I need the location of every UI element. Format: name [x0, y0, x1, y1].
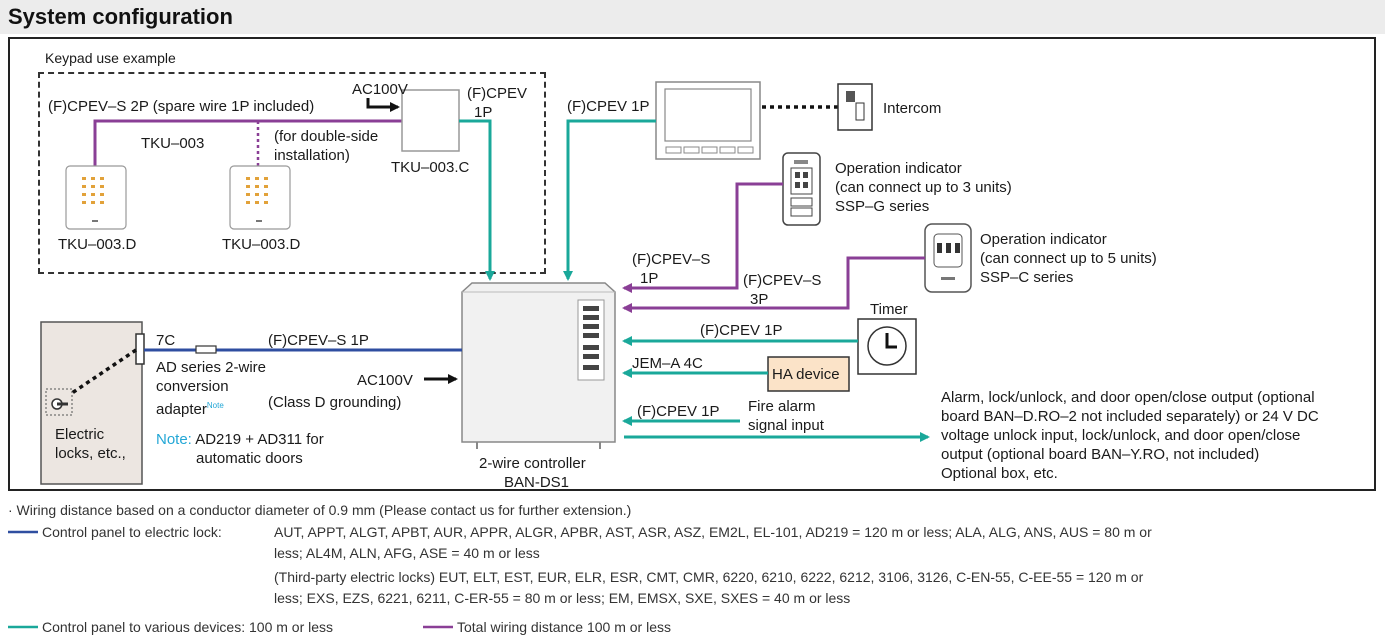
label-electric-2: locks, etc., — [55, 445, 126, 462]
label-7c: 7C — [156, 332, 176, 349]
label-cpev-top-2: 1P — [474, 104, 493, 121]
footnote-lock-4: less; EXS, EZS, 6221, 6211, C-ER-55 = 80… — [274, 590, 851, 606]
ssp-c-unit — [924, 223, 972, 293]
diagram-frame — [8, 37, 1376, 491]
tku003c-unit — [401, 89, 460, 152]
label-ad-2: conversion — [156, 378, 229, 395]
note-text: AD219 + AD311 for — [191, 431, 324, 448]
label-tku003: TKU–003 — [141, 135, 205, 152]
label-ad-note: Note — [206, 401, 224, 410]
ac-arrow-top — [366, 98, 400, 112]
header-bar: System configuration — [0, 0, 1385, 34]
label-cpev-s-lock: (F)CPEV–S 1P — [268, 332, 369, 349]
label-cpev-monitor: (F)CPEV 1P — [567, 98, 650, 115]
label-tku003c: TKU–003.C — [391, 159, 470, 176]
label-cpev-s-3p-b: 3P — [750, 291, 769, 308]
wire-sspg-purple — [622, 182, 783, 293]
wire-monitor-teal — [563, 119, 656, 281]
keypad-example-label: Keypad use example — [45, 50, 176, 66]
label-jem-a: JEM–A 4C — [632, 355, 703, 372]
label-ac100v-ctrl: AC100V — [357, 372, 413, 389]
timer-unit — [857, 318, 917, 375]
label-electric-1: Electric — [55, 426, 105, 443]
footnote-lock-label: Control panel to electric lock: — [42, 524, 222, 540]
intercom-unit — [837, 83, 873, 131]
label-ac100v-top: AC100V — [352, 81, 408, 98]
monitor-unit — [655, 81, 761, 160]
ssp-g-unit — [782, 152, 821, 226]
label-intercom: Intercom — [883, 100, 942, 117]
label-ad-3-text: adapter — [156, 401, 207, 418]
label-fire-2: signal input — [748, 417, 824, 434]
wire-keypad-purple — [93, 119, 402, 168]
label-tku003d-right: TKU–003.D — [222, 236, 301, 253]
label-class-d: (Class D grounding) — [268, 394, 402, 411]
keypad-right — [229, 165, 291, 230]
footnote-devices: Control panel to various devices: 100 m … — [42, 619, 334, 635]
label-alarm-4: output (optional board BAN–Y.RO, not inc… — [941, 446, 1260, 463]
label-cpev-s-1p-a: (F)CPEV–S — [632, 251, 711, 268]
label-cpev-s-1p-b: 1P — [640, 270, 659, 287]
label-op-g-1: Operation indicator — [835, 160, 962, 177]
footnote-lock-1: AUT, APPT, ALGT, APBT, AUR, APPR, ALGR, … — [274, 524, 1152, 540]
label-alarm-3: voltage unlock input, lock/unlock, and d… — [941, 427, 1301, 444]
label-tku003d-left: TKU–003.D — [58, 236, 137, 253]
label-ad-3: adapterNote — [156, 396, 224, 419]
label-timer: Timer — [870, 301, 908, 318]
label-cpev-s-2p: (F)CPEV–S 2P (spare wire 1P included) — [48, 98, 315, 115]
label-op-g-2: (can connect up to 3 units) — [835, 179, 1012, 196]
label-alarm-5: Optional box, etc. — [941, 465, 1058, 482]
label-note-1: Note: AD219 + AD311 for — [156, 430, 324, 449]
label-controller-1: 2-wire controller — [479, 455, 586, 472]
controller-unit — [461, 282, 616, 449]
label-ad-1: AD series 2-wire — [156, 359, 267, 376]
footnote-lock-2: less; AL4M, ALN, AFG, ASE = 40 m or less — [274, 545, 540, 561]
wire-sspc-purple — [622, 256, 925, 313]
label-cpev-s-3p-a: (F)CPEV–S — [743, 272, 822, 289]
label-cpev-top-1: (F)CPEV — [467, 85, 527, 102]
footnote-wiring: · Wiring distance based on a conductor d… — [8, 502, 632, 518]
footnote-total: Total wiring distance 100 m or less — [457, 619, 671, 635]
label-alarm-2: board BAN–D.RO–2 not included separately… — [941, 408, 1319, 425]
footnote-lock-3: (Third-party electric locks) EUT, ELT, E… — [274, 569, 1144, 585]
label-ha-device: HA device — [772, 366, 840, 383]
label-cpev-fire: (F)CPEV 1P — [637, 403, 720, 420]
note-label: Note: — [156, 431, 192, 448]
label-fire-1: Fire alarm — [748, 398, 816, 415]
label-op-c-3: SSP–C series — [980, 269, 1074, 286]
label-alarm-1: Alarm, lock/unlock, and door open/close … — [941, 389, 1315, 406]
label-controller-2: BAN-DS1 — [504, 474, 570, 491]
label-double-side-2: installation) — [274, 147, 350, 164]
ha-device-box — [767, 356, 850, 392]
wire-tku-teal — [459, 119, 495, 281]
lock-link-dotted — [71, 348, 137, 395]
label-op-g-3: SSP–G series — [835, 198, 930, 215]
label-note-2: automatic doors — [196, 450, 303, 467]
electric-lock-door — [40, 321, 145, 485]
label-op-c-2: (can connect up to 5 units) — [980, 250, 1157, 267]
label-cpev-timer: (F)CPEV 1P — [700, 322, 783, 339]
ad-adapter — [195, 345, 217, 354]
keypad-example-box — [38, 72, 546, 274]
label-op-c-1: Operation indicator — [980, 231, 1107, 248]
label-double-side-1: (for double-side — [274, 128, 379, 145]
page-title: System configuration — [8, 4, 233, 29]
keypad-left — [65, 165, 127, 230]
